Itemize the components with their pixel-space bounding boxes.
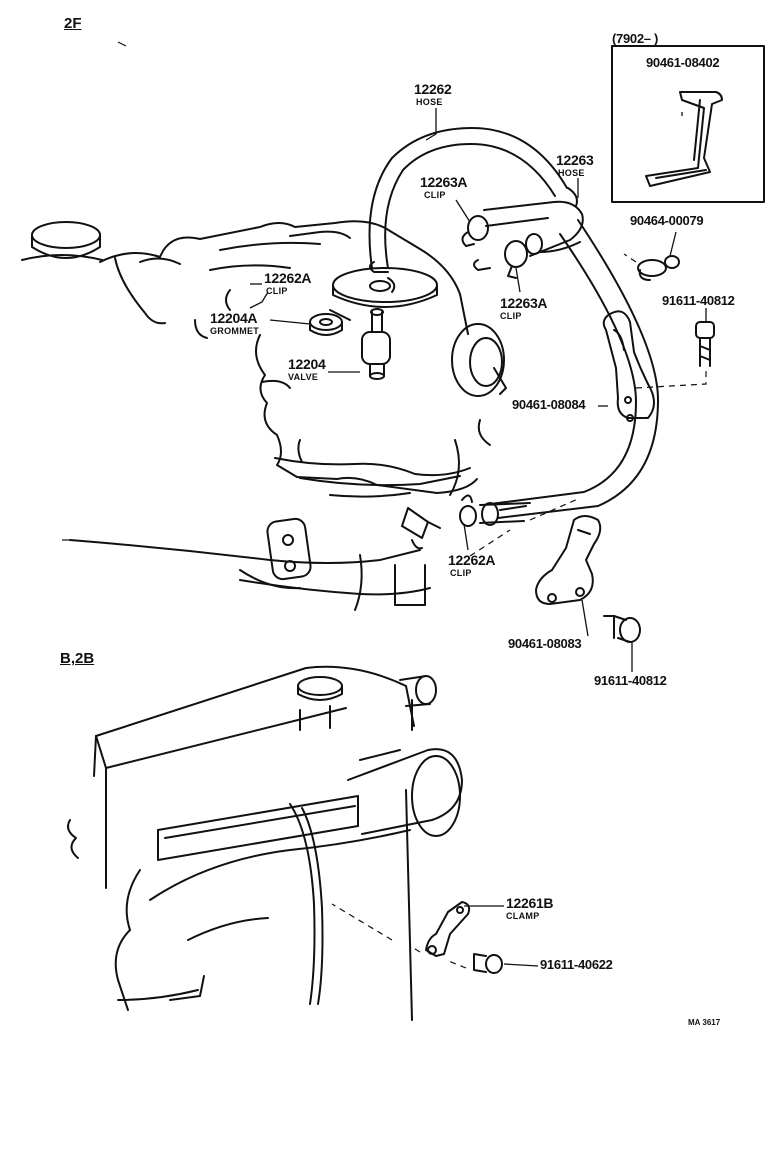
part-12262A-top-name: CLIP bbox=[266, 286, 288, 296]
bracket-90461-08083 bbox=[535, 515, 602, 605]
clip-12262A-top bbox=[369, 261, 396, 293]
part-12204A-name: GROMMET bbox=[210, 326, 260, 336]
clip-12263A-top bbox=[461, 215, 489, 247]
bolt-91611-40622 bbox=[473, 953, 503, 974]
inset-date-range: (7902– ) bbox=[612, 31, 659, 46]
part-12204-number[interactable]: 12204 bbox=[288, 356, 326, 372]
leader-lines bbox=[249, 108, 707, 967]
breather-cap bbox=[332, 267, 438, 308]
part-12262A-bottom-name: CLIP bbox=[450, 568, 472, 578]
bolt-91611-40812-bottom bbox=[603, 615, 641, 643]
part-12263A-top-number[interactable]: 12263A bbox=[420, 174, 468, 190]
part-91611-40622[interactable]: 91611-40622 bbox=[540, 957, 613, 972]
clip-12263A-mid bbox=[473, 240, 528, 279]
pcv-valve-12204 bbox=[361, 308, 391, 380]
part-90461-08402[interactable]: 90461-08402 bbox=[646, 55, 720, 70]
part-12204-name: VALVE bbox=[288, 372, 319, 382]
part-12263-name: HOSE bbox=[558, 168, 585, 178]
bracket-90461-08084 bbox=[602, 310, 655, 422]
lower-hose-fitting bbox=[401, 502, 531, 550]
part-90461-08083[interactable]: 90461-08083 bbox=[508, 636, 582, 651]
part-12263-number[interactable]: 12263 bbox=[556, 152, 594, 168]
part-12262A-top-number[interactable]: 12262A bbox=[264, 270, 312, 286]
dashed-lines bbox=[331, 253, 707, 969]
top-engine-block bbox=[21, 220, 507, 611]
stray-mark bbox=[117, 41, 127, 47]
section-label-b2b: B,2B bbox=[60, 650, 95, 667]
bottom-engine-block bbox=[67, 665, 463, 1021]
part-12262-number[interactable]: 12262 bbox=[414, 81, 452, 97]
section-label-2f: 2F bbox=[64, 15, 82, 32]
part-91611-40812-bottom[interactable]: 91611-40812 bbox=[594, 673, 667, 688]
part-91611-40812-top[interactable]: 91611-40812 bbox=[662, 293, 735, 308]
hose-12263 bbox=[481, 200, 659, 526]
clip-90464-00079 bbox=[637, 255, 680, 281]
grommet-12204A bbox=[309, 313, 343, 336]
clip-12262A-bottom bbox=[459, 494, 477, 527]
part-90464-00079[interactable]: 90464-00079 bbox=[630, 213, 704, 228]
inset-box bbox=[611, 45, 765, 203]
part-12261B-number[interactable]: 12261B bbox=[506, 895, 554, 911]
clamp-12261B bbox=[425, 901, 471, 957]
part-12204A-number[interactable]: 12204A bbox=[210, 310, 258, 326]
part-12262-name: HOSE bbox=[416, 97, 443, 107]
part-12262A-bottom-number[interactable]: 12262A bbox=[448, 552, 496, 568]
part-12261B-name: CLAMP bbox=[506, 911, 540, 921]
drawing-code: MA 3617 bbox=[688, 1018, 721, 1027]
bolt-91611-40812-top bbox=[695, 321, 715, 367]
part-12263A-mid-number[interactable]: 12263A bbox=[500, 295, 548, 311]
part-90461-08084[interactable]: 90461-08084 bbox=[512, 397, 586, 412]
part-12263A-mid-name: CLIP bbox=[500, 311, 522, 321]
part-12263A-top-name: CLIP bbox=[424, 190, 446, 200]
hose-12262 bbox=[368, 127, 578, 269]
